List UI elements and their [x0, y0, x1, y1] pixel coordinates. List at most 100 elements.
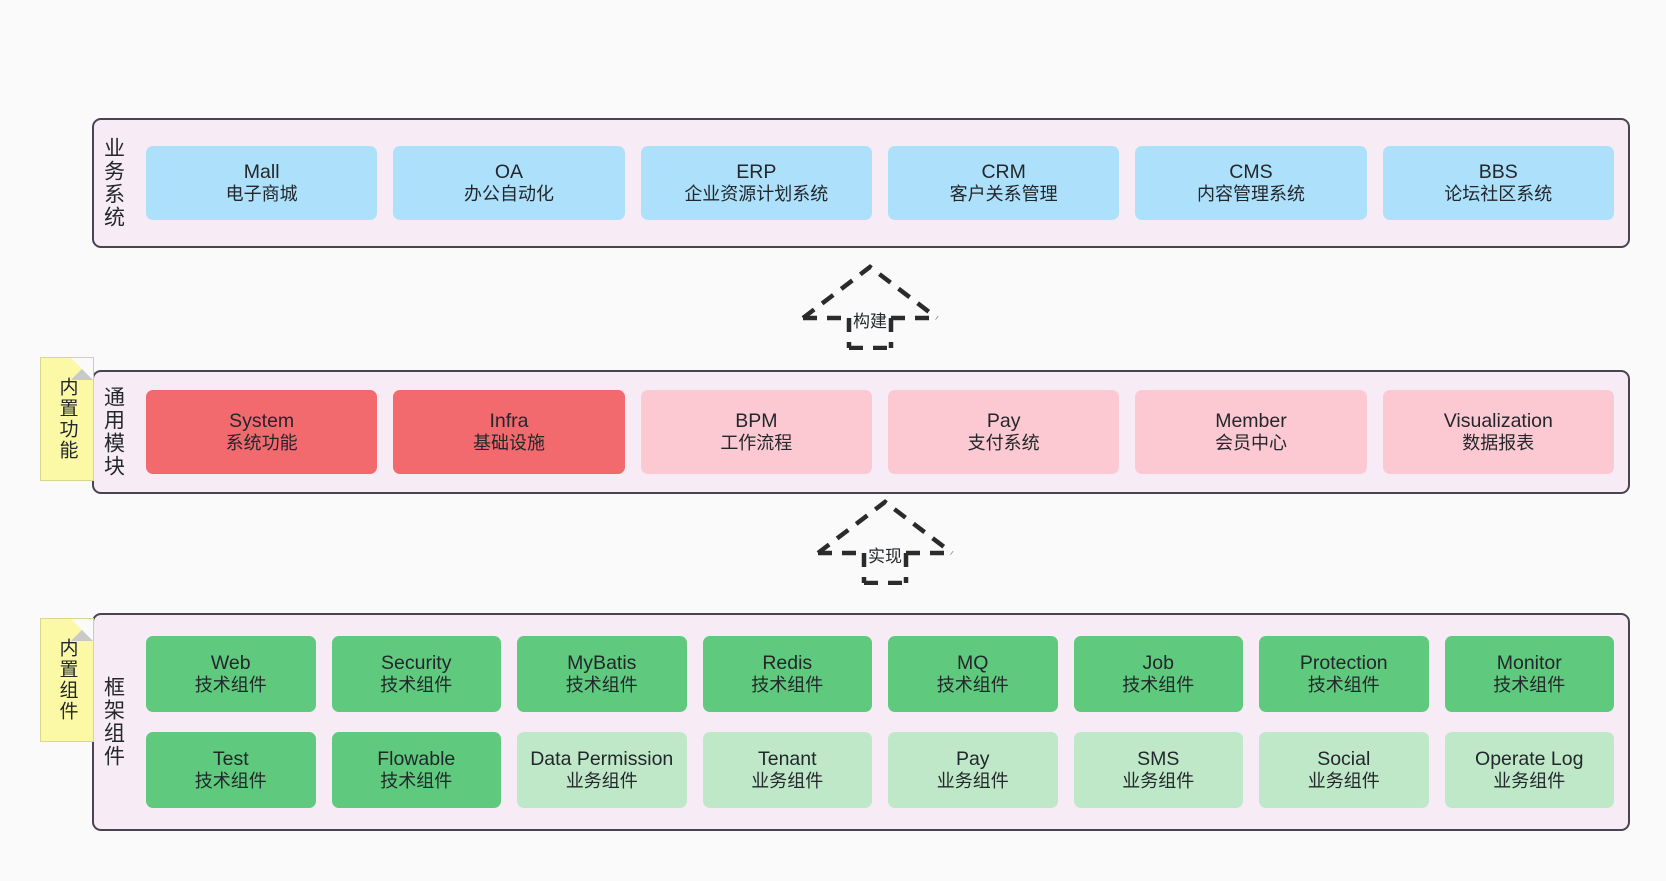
card-title: Job: [1142, 651, 1174, 674]
card-mall[interactable]: Mall 电子商城: [146, 146, 378, 220]
card-mybatis[interactable]: MyBatis 技术组件: [517, 636, 687, 712]
card-subtitle: 会员中心: [1214, 432, 1287, 453]
card-title: Security: [381, 651, 452, 674]
layer-business-systems: 业务系统 Mall 电子商城 OA 办公自动化 ERP 企业资源计划系统 CRM…: [92, 118, 1630, 248]
card-subtitle: 技术组件: [565, 674, 638, 695]
card-data-permission[interactable]: Data Permission 业务组件: [517, 732, 687, 808]
card-member[interactable]: Member 会员中心: [1135, 390, 1367, 474]
card-flowable[interactable]: Flowable 技术组件: [331, 732, 501, 808]
layer-framework-components: 框架组件 Web 技术组件 Security 技术组件 MyBatis 技术组件…: [92, 613, 1630, 831]
card-sms[interactable]: SMS 业务组件: [1073, 732, 1243, 808]
card-subtitle: 技术组件: [1122, 674, 1195, 695]
card-subtitle: 论坛社区系统: [1444, 183, 1553, 204]
card-subtitle: 业务组件: [751, 770, 824, 791]
card-redis[interactable]: Redis 技术组件: [702, 636, 872, 712]
card-subtitle: 电子商城: [225, 183, 298, 204]
sticky-note-builtin-features-label: 内置功能: [56, 377, 78, 461]
layer-common-modules-body: System 系统功能 Infra 基础设施 BPM 工作流程 Pay 支付系统…: [132, 372, 1628, 492]
card-test[interactable]: Test 技术组件: [146, 732, 316, 808]
card-title: CMS: [1229, 160, 1273, 183]
card-subtitle: 基础设施: [472, 432, 545, 453]
sticky-note-builtin-components: 内置组件: [40, 618, 94, 742]
card-title: Test: [212, 747, 249, 770]
card-title: Member: [1215, 409, 1287, 432]
card-subtitle: 技术组件: [380, 674, 453, 695]
card-title: BBS: [1478, 160, 1518, 183]
card-subtitle: 业务组件: [1307, 770, 1380, 791]
card-title: MyBatis: [567, 651, 637, 674]
build-arrow-icon: [801, 264, 939, 351]
card-subtitle: 企业资源计划系统: [684, 183, 829, 204]
card-subtitle: 技术组件: [380, 770, 453, 791]
card-row: System 系统功能 Infra 基础设施 BPM 工作流程 Pay 支付系统…: [146, 390, 1614, 474]
card-title: OA: [494, 160, 524, 183]
card-pay[interactable]: Pay 支付系统: [887, 390, 1120, 474]
card-job[interactable]: Job 技术组件: [1073, 636, 1243, 712]
sticky-note-builtin-features: 内置功能: [40, 357, 94, 481]
card-subtitle: 客户关系管理: [949, 183, 1058, 204]
card-monitor[interactable]: Monitor 技术组件: [1444, 636, 1614, 712]
card-title: Monitor: [1496, 651, 1562, 674]
card-visualization[interactable]: Visualization 数据报表: [1382, 390, 1614, 474]
card-subtitle: 技术组件: [194, 674, 267, 695]
layer-business-systems-label: 业务系统: [101, 137, 125, 229]
card-system[interactable]: System 系统功能: [146, 390, 378, 474]
card-subtitle: 业务组件: [565, 770, 638, 791]
card-title: Tenant: [757, 747, 817, 770]
layer-business-systems-body: Mall 电子商城 OA 办公自动化 ERP 企业资源计划系统 CRM 客户关系…: [132, 120, 1628, 246]
card-title: MQ: [957, 651, 989, 674]
card-subtitle: 技术组件: [751, 674, 824, 695]
layer-framework-components-label: 框架组件: [101, 676, 125, 768]
card-crm[interactable]: CRM 客户关系管理: [887, 146, 1120, 220]
card-bbs[interactable]: BBS 论坛社区系统: [1382, 146, 1614, 220]
card-subtitle: 技术组件: [936, 674, 1009, 695]
card-subtitle: 数据报表: [1462, 432, 1535, 453]
card-title: CRM: [981, 160, 1026, 183]
card-title: Social: [1317, 747, 1371, 770]
card-oa[interactable]: OA 办公自动化: [393, 146, 625, 220]
card-row: Mall 电子商城 OA 办公自动化 ERP 企业资源计划系统 CRM 客户关系…: [146, 146, 1614, 220]
card-web[interactable]: Web 技术组件: [146, 636, 316, 712]
card-protection[interactable]: Protection 技术组件: [1259, 636, 1429, 712]
card-subtitle: 技术组件: [194, 770, 267, 791]
card-subtitle: 业务组件: [1122, 770, 1195, 791]
connector-build-label: 构建: [853, 312, 887, 331]
layer-framework-components-body: Web 技术组件 Security 技术组件 MyBatis 技术组件 Redi…: [132, 615, 1628, 829]
card-pay-component[interactable]: Pay 业务组件: [888, 732, 1058, 808]
card-title: Flowable: [377, 747, 456, 770]
card-title: Pay: [955, 747, 990, 770]
card-title: System: [229, 409, 295, 432]
card-title: Mall: [243, 160, 280, 183]
card-subtitle: 业务组件: [936, 770, 1009, 791]
sticky-note-builtin-components-label: 内置组件: [56, 638, 78, 722]
card-cms[interactable]: CMS 内容管理系统: [1135, 146, 1367, 220]
card-subtitle: 技术组件: [1493, 674, 1566, 695]
card-erp[interactable]: ERP 企业资源计划系统: [640, 146, 872, 220]
card-title: Visualization: [1443, 409, 1553, 432]
card-title: Redis: [762, 651, 813, 674]
card-title: SMS: [1137, 747, 1180, 770]
card-social[interactable]: Social 业务组件: [1259, 732, 1429, 808]
card-title: Operate Log: [1475, 747, 1584, 770]
connector-implement: 实现: [810, 497, 960, 586]
card-title: Web: [210, 651, 251, 674]
card-subtitle: 系统功能: [225, 432, 298, 453]
card-subtitle: 技术组件: [1307, 674, 1380, 695]
card-subtitle: 业务组件: [1493, 770, 1566, 791]
card-bpm[interactable]: BPM 工作流程: [640, 390, 872, 474]
card-title: Pay: [986, 409, 1021, 432]
card-title: BPM: [735, 409, 778, 432]
card-title: Protection: [1299, 651, 1388, 674]
card-subtitle: 支付系统: [967, 432, 1040, 453]
card-title: Infra: [489, 409, 529, 432]
card-operate-log[interactable]: Operate Log 业务组件: [1444, 732, 1614, 808]
card-security[interactable]: Security 技术组件: [331, 636, 501, 712]
card-tenant[interactable]: Tenant 业务组件: [702, 732, 872, 808]
card-row: Web 技术组件 Security 技术组件 MyBatis 技术组件 Redi…: [146, 636, 1614, 712]
card-mq[interactable]: MQ 技术组件: [888, 636, 1058, 712]
card-infra[interactable]: Infra 基础设施: [393, 390, 625, 474]
connector-implement-label: 实现: [868, 547, 902, 566]
layer-common-modules-label: 通用模块: [101, 386, 125, 478]
implement-arrow-icon: [816, 499, 954, 586]
